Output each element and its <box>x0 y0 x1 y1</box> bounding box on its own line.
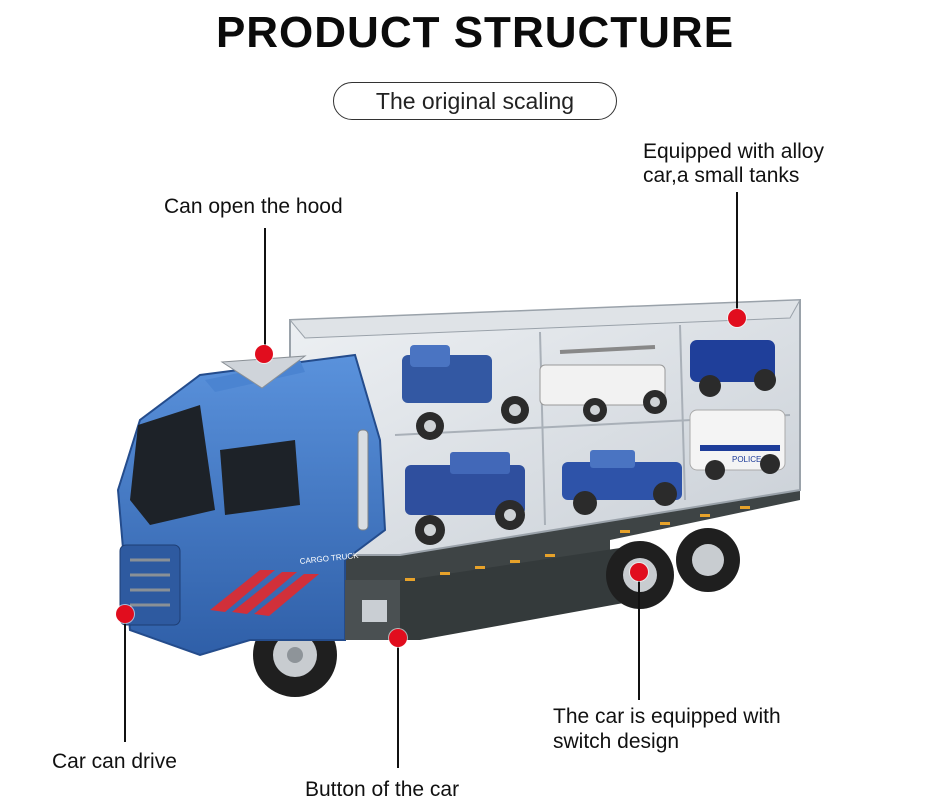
drive-label: Car can drive <box>52 750 177 773</box>
toy-car-jeep <box>405 452 525 545</box>
toy-car-tow-truck <box>402 345 529 440</box>
alloy-label-line2: car,a small tanks <box>643 164 800 187</box>
button-marker <box>389 629 407 647</box>
alloy-label-line1: Equipped with alloy <box>643 140 824 163</box>
page-title: PRODUCT STRUCTURE <box>215 8 735 57</box>
switch-callout-line <box>638 572 640 700</box>
rear-wheels <box>606 528 740 609</box>
toy-car-pickup <box>562 450 682 515</box>
toy-car-police-van: POLICE <box>689 409 786 480</box>
switch-label-line1: The car is equipped with <box>553 705 781 728</box>
hood-marker <box>255 345 273 363</box>
switch-marker <box>630 563 648 581</box>
hood-label: Can open the hood <box>164 195 343 218</box>
switch-label-line2: switch design <box>553 730 680 753</box>
police-van-decal: POLICE <box>732 455 761 464</box>
alloy-callout-line <box>736 192 738 318</box>
button-label: Button of the car <box>305 778 460 801</box>
car-button-shape <box>362 600 387 622</box>
hood-callout-line <box>264 228 266 354</box>
truck-cab: CARGO TRUCK <box>116 353 400 657</box>
drive-marker <box>116 605 134 623</box>
drive-callout-line <box>124 614 126 742</box>
button-callout-line <box>397 638 399 768</box>
toy-car-swat-van <box>690 340 776 397</box>
clear-container: POLICE <box>288 298 801 556</box>
toy-car-fire-truck <box>539 345 667 422</box>
scaling-pill-label: The original scaling <box>333 82 617 120</box>
trailer-chassis <box>340 480 800 640</box>
alloy-marker <box>728 309 746 327</box>
